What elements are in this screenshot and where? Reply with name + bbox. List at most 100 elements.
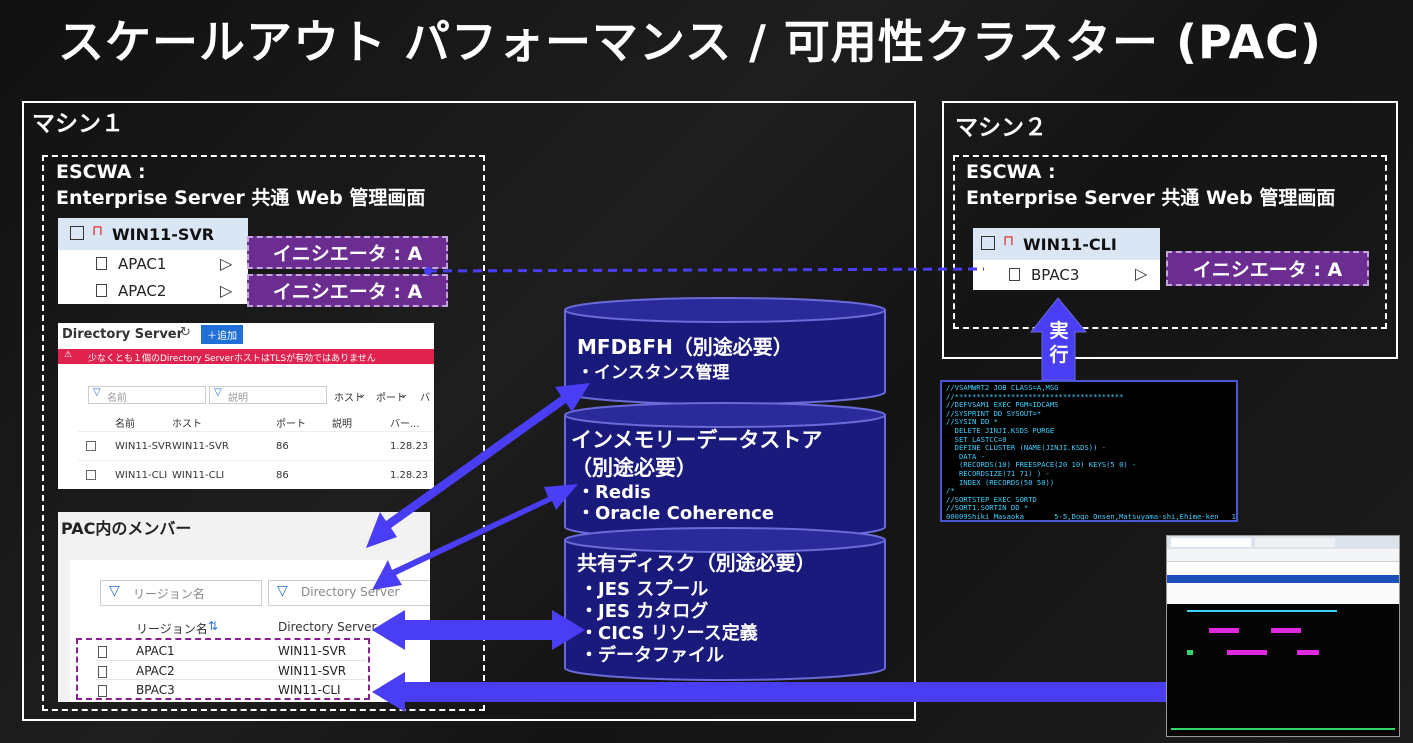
cylinder-title: インメモリーデータストア (571, 428, 823, 452)
cylinder-title: 共有ディスク（別途必要） (577, 551, 816, 575)
table-row[interactable]: BPAC3 WIN11-CLI (96, 679, 366, 699)
port-dropdown[interactable]: ポート (376, 393, 406, 404)
ds-title: Directory Server (62, 327, 184, 342)
filter-name-input[interactable]: ▽ 名前 (88, 386, 206, 404)
cell-region: BPAC3 (136, 683, 175, 697)
jcl-line: //VSAMWRT2 JOB CLASS=A,MSG (946, 383, 1059, 392)
region-name: APAC1 (118, 255, 167, 273)
server-name: WIN11-CLI (1023, 235, 1117, 254)
jcl-line: DEFINE CLUSTER (NAME(JINJI.KSDS)) - (946, 443, 1107, 453)
screen-field (1297, 650, 1319, 655)
screen-status (1171, 728, 1395, 730)
server-node[interactable]: ⊓ WIN11-SVR (58, 218, 248, 250)
warning-text: 少なくとも１個のDirectory ServerホストはTLSが有効ではありませ… (88, 354, 376, 364)
cylinder-item: ・Oracle Coherence (577, 503, 775, 524)
unlock-icon: ⊓ (92, 223, 103, 239)
terminal-screen[interactable] (1167, 604, 1399, 736)
play-icon[interactable]: ▷ (1135, 264, 1148, 283)
exec-char: 実 (1049, 320, 1069, 342)
region-row[interactable]: APAC1 ▷ (58, 251, 248, 277)
escwa-line1: ESCWA : (966, 161, 1056, 183)
table-row[interactable]: WIN11-SVR WIN11-SVR 86 1.28.23 (78, 431, 434, 460)
pac-inner: ▽ リージョン名 ▽ Directory Server リージョン名 ⇅ Dir… (70, 560, 430, 702)
jcl-line: //**************************************… (946, 391, 1124, 401)
escwa-line2: Enterprise Server 共通 Web 管理画面 (56, 187, 426, 209)
cell-host: WIN11-CLI (172, 470, 225, 481)
sort-icon[interactable]: ⇅ (208, 619, 219, 633)
add-button[interactable]: ＋追加 (201, 325, 243, 344)
jcl-line: //SYSIN DD * (946, 417, 998, 427)
cylinder-item: ・JES スプール (580, 579, 709, 600)
cell-port: 86 (276, 441, 289, 452)
warning-icon: ⚠ (64, 350, 73, 360)
region-icon (98, 646, 107, 658)
col-header[interactable]: ホスト (172, 419, 202, 430)
browser-addressbar[interactable] (1167, 549, 1399, 562)
arrow-pac-inmemory (372, 484, 578, 590)
cylinder-shared-disk (564, 527, 886, 681)
filter-region-input[interactable]: ▽ リージョン名 (100, 580, 262, 606)
pac-members-title: PAC内のメンバー (61, 519, 192, 538)
browser-tab[interactable] (1171, 538, 1251, 547)
pac-members-highlight (76, 638, 370, 700)
escwa-line1: ESCWA : (56, 161, 146, 183)
col-header-region[interactable]: リージョン名 (136, 622, 208, 636)
play-icon[interactable]: ▷ (220, 254, 233, 273)
cell-version: 1.28.23 (390, 470, 429, 481)
exec-char: 行 (1049, 344, 1069, 366)
tls-warning: ⚠ 少なくとも１個のDirectory ServerホストはTLSが有効ではあり… (58, 349, 434, 364)
region-row[interactable]: APAC2 ▷ (58, 278, 248, 304)
server-icon (70, 226, 84, 240)
screen-field-green (1187, 650, 1193, 655)
play-icon[interactable]: ▷ (220, 281, 233, 300)
region-row[interactable]: BPAC3 ▷ (973, 261, 1160, 290)
jcl-line: /* (946, 486, 955, 496)
cell-region: APAC1 (136, 644, 175, 658)
machine1-escwa-title: ESCWA : Enterprise Server 共通 Web 管理画面 (56, 159, 425, 211)
jcl-line: (RECORDS(10) FREESPACE(20 10) KEYS(5 0) … (946, 460, 1137, 470)
cylinder-inmemory (564, 402, 886, 540)
machine2-tree-panel: ⊓ WIN11-CLI BPAC3 ▷ (973, 228, 1160, 290)
initiator-tag: イニシエータ : A (247, 274, 448, 307)
jcl-line: 00001Soseki Natsume 1-1,Koishikawa,Bunky… (946, 522, 1232, 523)
table-row[interactable]: APAC2 WIN11-SVR (96, 660, 366, 680)
machine1-box (22, 101, 916, 721)
filter-icon: ▽ (93, 387, 101, 398)
unlock-icon: ⊓ (1003, 233, 1014, 249)
cell-version: 1.28.23 (390, 441, 429, 452)
machine1-tree-panel: ⊓ WIN11-SVR APAC1 ▷ APAC2 ▷ (58, 218, 248, 304)
col-header[interactable]: バー... (390, 419, 420, 430)
region-icon (98, 666, 107, 678)
jcl-line: INDEX (RECORDS(50 50)) (946, 477, 1055, 487)
jcl-line: //SORTSTEP EXEC SORTD (946, 494, 1037, 504)
region-name: BPAC3 (1031, 266, 1080, 284)
cylinder-title2: （別途必要） (571, 456, 697, 480)
col-header[interactable]: 説明 (332, 419, 352, 430)
col-header-ds[interactable]: Directory Server (278, 620, 377, 634)
server-icon (86, 470, 96, 480)
table-row[interactable]: APAC1 WIN11-SVR (96, 641, 366, 660)
server-node[interactable]: ⊓ WIN11-CLI (973, 228, 1160, 260)
cylinder-item: ・インスタンス管理 (577, 363, 730, 383)
cell-ds: WIN11-SVR (278, 644, 347, 658)
host-dropdown[interactable]: ホスト (334, 393, 364, 404)
refresh-icon[interactable]: ↻ (180, 325, 191, 340)
terminal-emulator-window (1166, 535, 1400, 737)
machine2-escwa-box (953, 155, 1387, 329)
machine2-label: マシン２ (955, 115, 1047, 141)
region-icon (96, 257, 107, 270)
jcl-line: //SYSPRINT DD SYSOUT=* (946, 408, 1042, 418)
col-header[interactable]: ポート (276, 419, 306, 430)
app-toolbar (1167, 584, 1399, 605)
cylinder-item: ・CICS リソース定義 (580, 623, 758, 644)
col-header[interactable]: 名前 (115, 419, 135, 430)
machine1-escwa-box (42, 155, 485, 711)
ver-dropdown[interactable]: バ (420, 393, 430, 404)
browser-tab[interactable] (1255, 538, 1335, 547)
filter-icon: ▽ (214, 387, 222, 398)
filter-desc-input[interactable]: ▽ 説明 (209, 386, 327, 404)
machine1-label: マシン１ (32, 111, 124, 137)
cell-port: 86 (276, 470, 289, 481)
table-row[interactable]: WIN11-CLI WIN11-CLI 86 1.28.23 (78, 460, 434, 489)
region-icon (98, 685, 107, 697)
